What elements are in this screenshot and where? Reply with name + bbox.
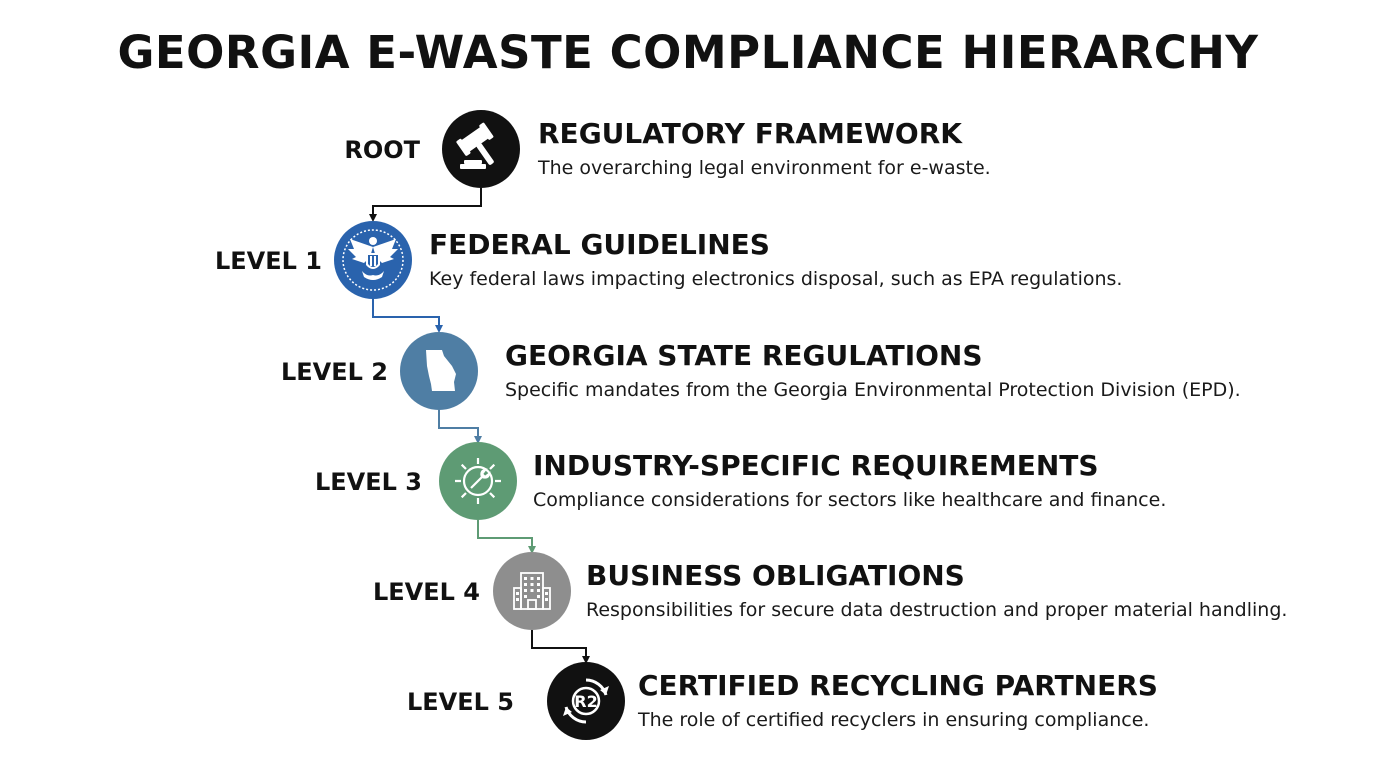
- office-building-icon: [513, 572, 551, 610]
- node-heading-level-4: BUSINESS OBLIGATIONS: [586, 559, 965, 592]
- connector-level-3-to-level-4: [477, 520, 536, 554]
- gear-wrench-icon: [455, 458, 501, 504]
- georgia-map-icon: [426, 350, 456, 391]
- node-description-level-3: Compliance considerations for sectors li…: [533, 489, 1167, 511]
- level-label-4: LEVEL 4: [372, 578, 480, 606]
- node-heading-level-3: INDUSTRY-SPECIFIC REQUIREMENTS: [533, 449, 1099, 482]
- node-heading-root: REGULATORY FRAMEWORK: [538, 117, 962, 150]
- r2-icon-text: R2: [574, 692, 597, 711]
- node-heading-level-5: CERTIFIED RECYCLING PARTNERS: [638, 669, 1158, 702]
- diagram-title: GEORGIA E-WASTE COMPLIANCE HIERARCHY: [117, 26, 1259, 79]
- node-icon-level-5: R2: [547, 662, 625, 740]
- connector-level-4-to-level-5: [531, 630, 590, 664]
- node-description-level-2: Specific mandates from the Georgia Envir…: [505, 379, 1241, 401]
- level-label-5: LEVEL 5: [406, 688, 514, 716]
- node-description-level-5: The role of certified recyclers in ensur…: [638, 709, 1150, 731]
- node-icon-level-1: [334, 221, 412, 299]
- node-description-root: The overarching legal environment for e-…: [538, 157, 991, 179]
- node-heading-level-2: GEORGIA STATE REGULATIONS: [505, 339, 983, 372]
- level-label-root: ROOT: [344, 136, 420, 164]
- connector-level-1-to-level-2: [372, 299, 443, 333]
- connector-root-to-level-1: [369, 188, 482, 222]
- node-description-level-4: Responsibilities for secure data destruc…: [586, 599, 1288, 621]
- node-icon-level-3: [439, 442, 517, 520]
- gavel-icon: [456, 122, 494, 169]
- r2-recycling-icon: R2: [563, 678, 609, 724]
- level-label-1: LEVEL 1: [214, 247, 322, 275]
- node-icon-root: [442, 110, 520, 188]
- connector-level-2-to-level-3: [438, 410, 482, 444]
- node-heading-level-1: FEDERAL GUIDELINES: [429, 228, 770, 261]
- level-label-2: LEVEL 2: [280, 358, 388, 386]
- level-label-3: LEVEL 3: [314, 468, 422, 496]
- node-description-level-1: Key federal laws impacting electronics d…: [429, 268, 1123, 290]
- node-icon-level-4: [493, 552, 571, 630]
- federal-eagle-seal-icon: [342, 229, 404, 291]
- node-icon-level-2: [400, 332, 478, 410]
